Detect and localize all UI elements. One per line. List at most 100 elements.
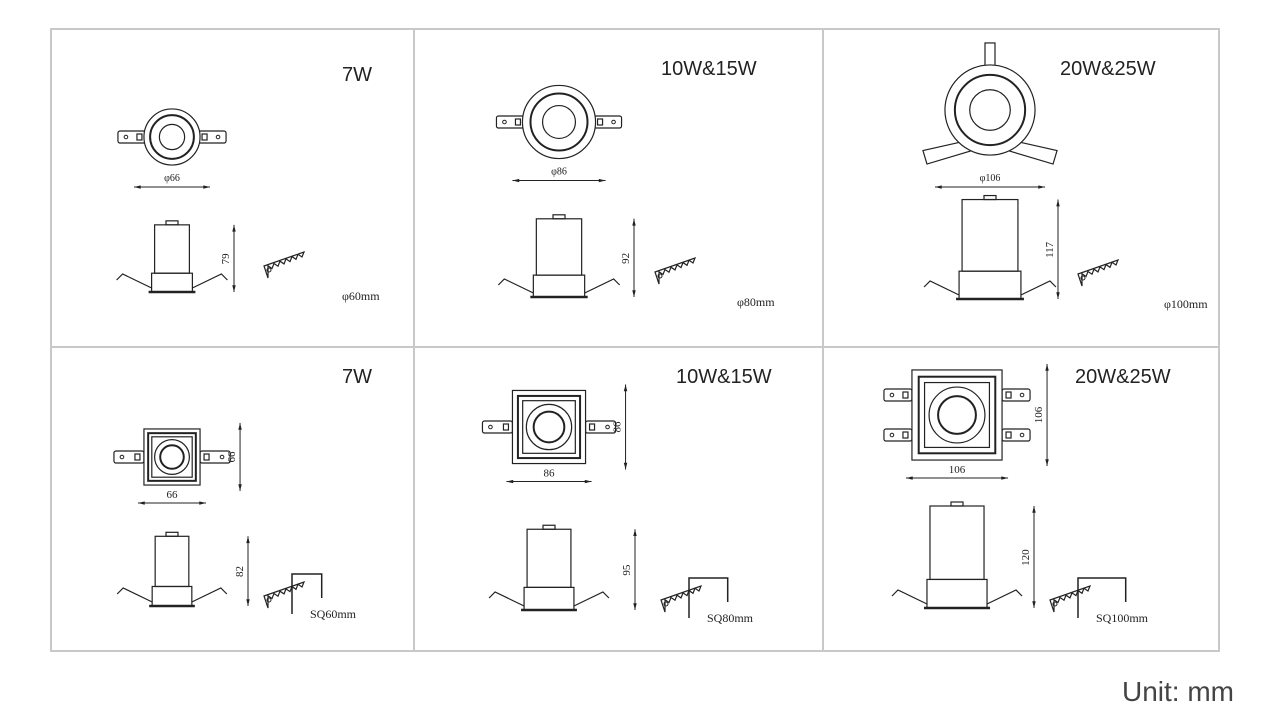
bracket-tab [514,118,522,126]
bezel-ring [928,386,986,444]
arrowhead [1032,506,1036,513]
arrowhead [199,501,207,505]
bracket-hole [123,134,129,140]
spring-clip [497,278,534,294]
arrowhead [232,285,236,292]
dimension-label: SQ100mm [1096,611,1149,625]
spring-clip [891,589,928,605]
arrowhead [246,599,250,606]
arrowhead [623,384,628,392]
square-trim [143,428,201,486]
housing-body [526,528,572,588]
dimension-label: 66 [167,489,179,501]
lens [158,123,186,151]
bracket-tab [136,133,143,141]
arrowhead [584,479,592,484]
arrowhead [137,501,145,505]
dimension-label: 92 [620,253,632,264]
saw-hole [1080,275,1086,281]
housing-body [154,535,190,588]
bezel-ring [529,92,589,152]
square-bezel [147,432,197,482]
dimension-label: 95 [621,564,633,576]
bracket-hole [1019,432,1025,438]
trim-ring [944,64,1036,156]
driver-clip [983,194,997,201]
dimension-label: 82 [234,566,246,577]
unit-label: Unit: mm [1122,676,1234,707]
saw-icon [263,250,306,279]
lens [541,104,577,140]
trim-collar [926,578,988,609]
arrowhead [1056,199,1060,207]
dimension-label: 117 [1044,241,1056,258]
spring-clip [573,591,610,607]
arrowhead [246,536,250,544]
trim-collar [151,272,193,293]
bezel-ring [525,403,573,451]
saw-hole [266,597,272,603]
saw-icon [263,580,306,609]
bracket-hole [889,432,895,438]
arrowhead [1038,185,1046,189]
cell-title: 7W [342,366,372,388]
driver-clip [542,524,556,530]
dimension-label: 86 [612,421,624,433]
cell-title: 20W&25W [1060,58,1156,80]
dimension-label: SQ60mm [310,607,357,621]
arrowhead [238,484,242,492]
bracket-tab [134,453,141,461]
dimension-label: 86 [544,468,556,480]
arrowhead [633,529,637,537]
bracket-hole [889,392,895,398]
arrowhead [934,185,942,189]
bracket-hole [502,119,507,125]
trim-collar [958,270,1022,300]
square-inner [522,400,576,454]
square-inner [151,436,193,478]
saw-icon [1049,584,1092,613]
lens [937,395,977,435]
driver-clip [165,220,179,226]
cell-title: 10W&15W [661,58,757,80]
bracket-tab [902,391,909,399]
housing-body [535,218,583,276]
arrowhead [1032,601,1036,608]
spring-clip [923,280,960,296]
saw-icon [660,584,703,613]
column-divider [822,30,824,650]
arrowhead [133,185,141,189]
bracket-tab [201,133,208,141]
arrowhead [1056,292,1060,299]
bezel-ring [149,114,195,160]
bracket-hole [119,454,125,460]
dimension-label: φ80mm [737,295,775,309]
saw-hole [657,273,663,279]
dimension-label: 106 [949,464,966,476]
bracket-hole [1019,392,1025,398]
trim-collar [523,586,575,611]
dimension-label: φ106 [980,173,1001,184]
arrowhead [623,462,628,470]
technical-drawing: φ106 φ100mm 117 [922,42,1208,311]
trim-ring [521,84,597,160]
bezel-ring [154,439,190,475]
lens [532,410,566,444]
trim-collar [151,585,193,607]
dimension-label: φ100mm [1164,297,1208,311]
dimension-label: φ60mm [342,289,380,303]
cutout-square [688,577,729,618]
bracket-tab [902,431,909,439]
column-divider [413,30,415,650]
saw-icon [1077,258,1120,287]
arrowhead [632,290,636,297]
dimension-label: φ66 [164,173,180,184]
arrowhead [203,185,211,189]
